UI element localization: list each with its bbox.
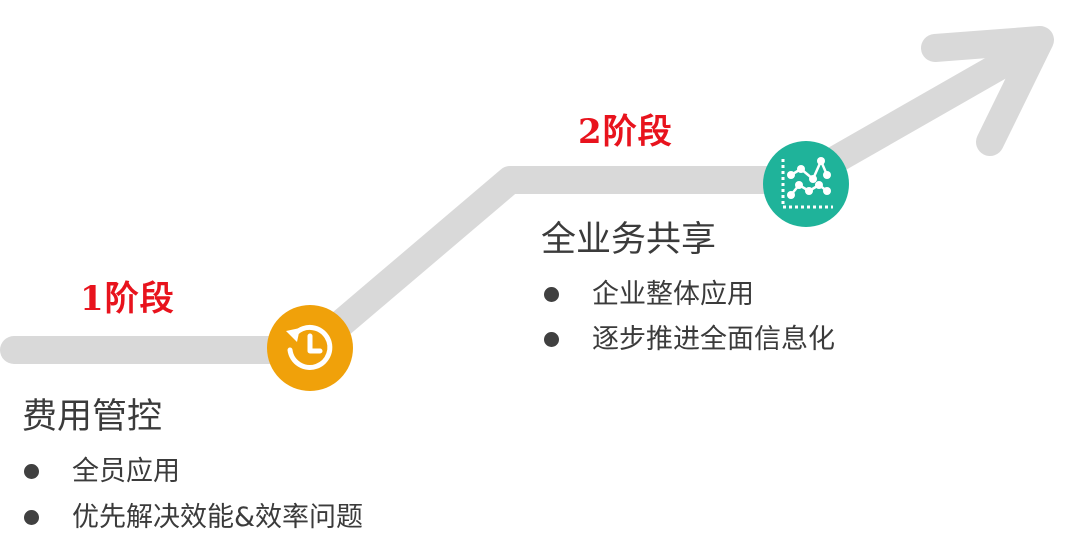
- bullet-text: 企业整体应用: [592, 279, 754, 310]
- stage1-title: 费用管控: [22, 397, 163, 437]
- growth-path-line: [0, 46, 1024, 364]
- bullet-dot-icon: [544, 332, 559, 347]
- list-item: 全员应用: [24, 458, 363, 485]
- history-clock-icon: [286, 324, 333, 370]
- stage2-icon-circle: [763, 141, 849, 227]
- stage1-label: 1阶段: [80, 279, 175, 319]
- stage2-title: 全业务共享: [541, 220, 717, 260]
- arrow-head: [921, 26, 1054, 156]
- list-item: 企业整体应用: [544, 281, 835, 308]
- bullet-text: 逐步推进全面信息化: [592, 324, 835, 355]
- bullet-dot-icon: [24, 464, 39, 479]
- stage2-label: 2阶段: [578, 112, 673, 152]
- bullet-dot-icon: [544, 287, 559, 302]
- bullet-text: 全员应用: [72, 456, 180, 487]
- stage1-bullet-list: 全员应用 优先解决效能&效率问题: [24, 458, 363, 531]
- stage2-bullet-list: 企业整体应用 逐步推进全面信息化: [544, 281, 835, 353]
- stage1-icon-circle: [267, 305, 353, 391]
- line-chart-icon: [781, 157, 833, 209]
- list-item: 逐步推进全面信息化: [544, 326, 835, 353]
- bullet-dot-icon: [24, 510, 39, 525]
- bullet-text: 优先解决效能&效率问题: [72, 502, 364, 533]
- list-item: 优先解决效能&效率问题: [24, 504, 363, 531]
